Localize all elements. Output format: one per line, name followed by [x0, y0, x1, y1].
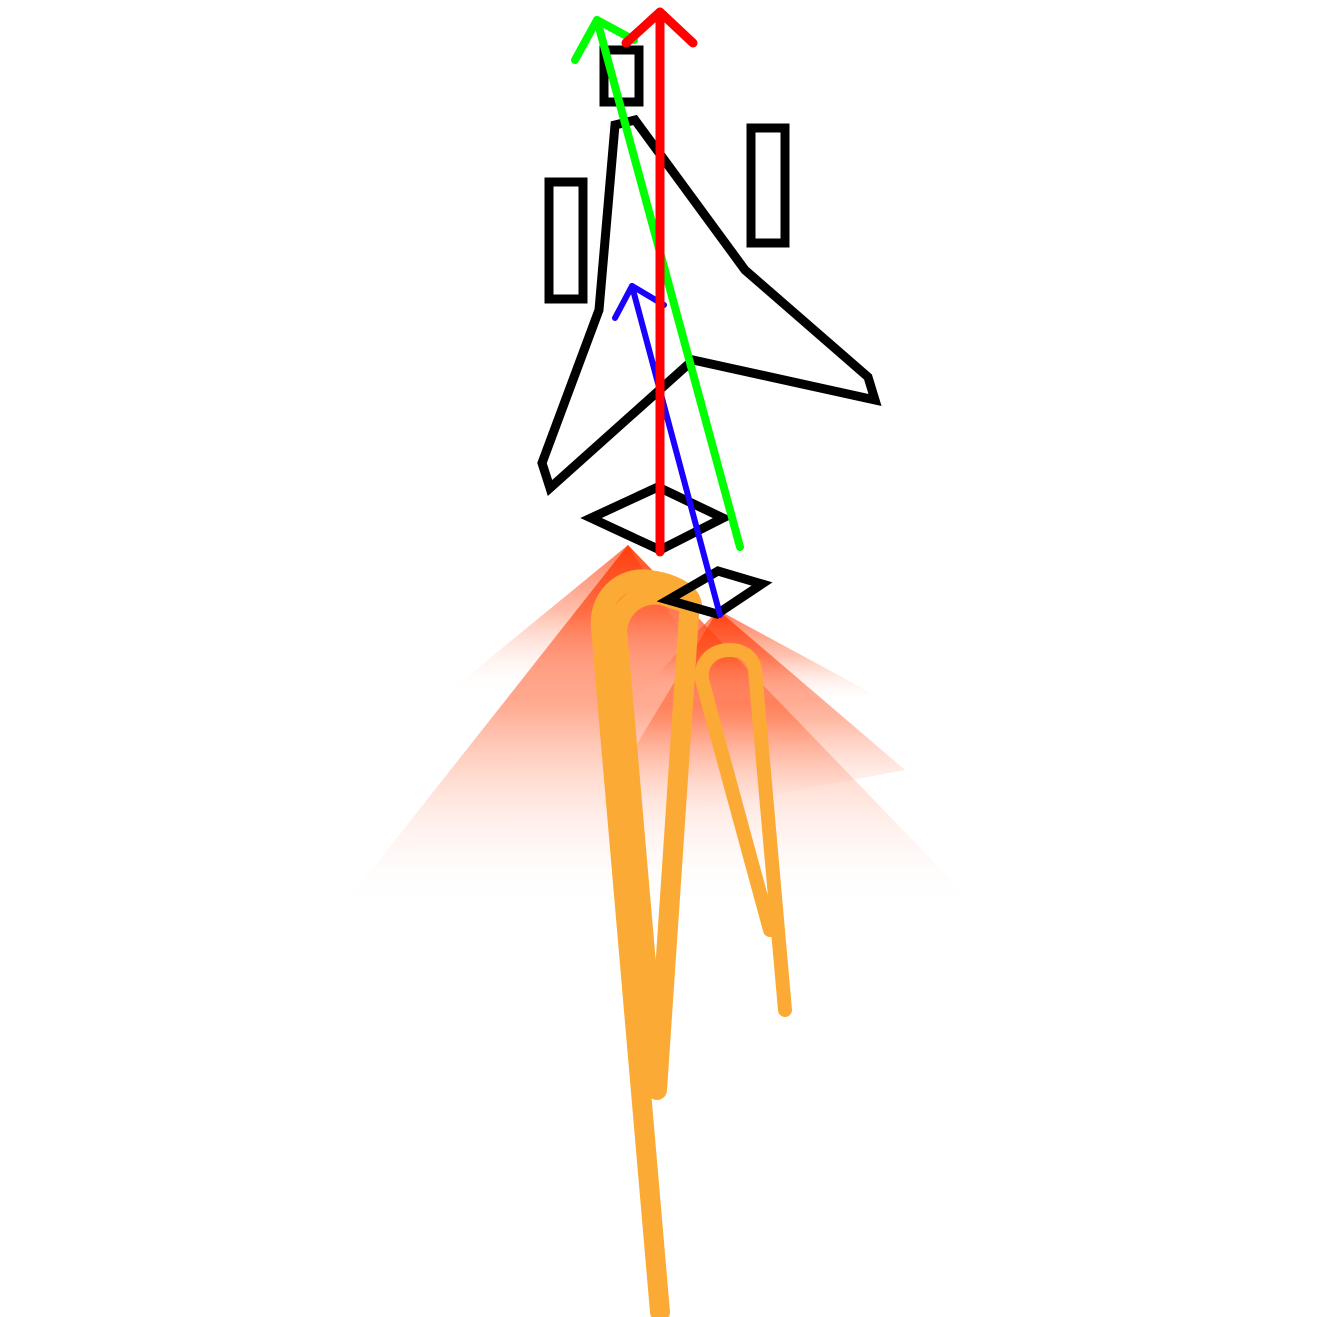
- right-sensor: [746, 123, 790, 248]
- aircraft-outline: [537, 45, 882, 619]
- flames: [590, 569, 792, 1317]
- blue-arrow-icon: [612, 283, 723, 618]
- main-engine-nozzle: [580, 482, 734, 556]
- secondary-engine-nozzle: [656, 566, 773, 619]
- left-sensor: [544, 177, 588, 304]
- secondary-flame-icon: [694, 643, 792, 1017]
- red-arrow-icon: [621, 7, 698, 557]
- main-exhaust-glow-inner: [445, 545, 720, 695]
- secondary-exhaust-glow: [585, 610, 905, 830]
- green-arrow-icon: [571, 16, 744, 551]
- vectors: [571, 7, 744, 618]
- aircraft-body: [537, 114, 882, 496]
